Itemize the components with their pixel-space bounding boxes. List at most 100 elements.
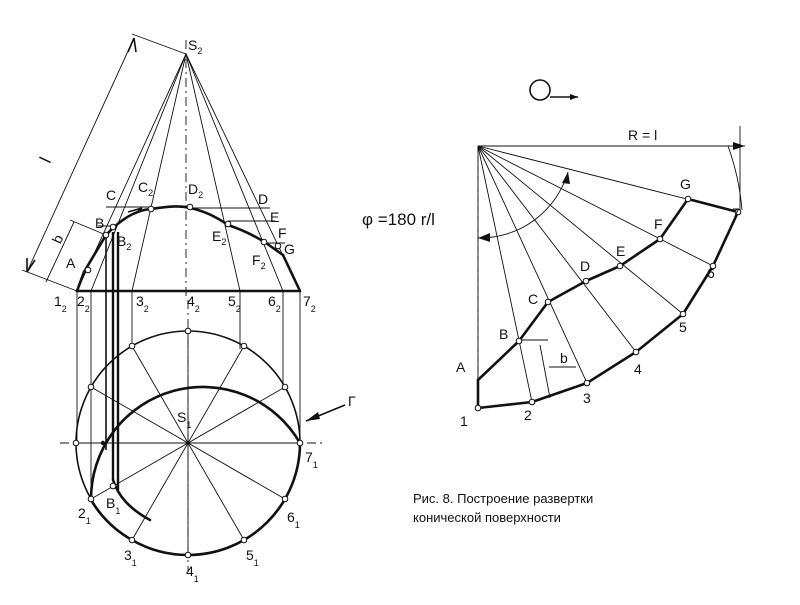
point-a-front [84, 266, 92, 274]
ext-line-b [69, 219, 107, 236]
division-point [240, 342, 248, 350]
radius-label: R = l [628, 127, 657, 143]
development-curve-point [544, 298, 552, 306]
cone-left-edge-bottom [75, 270, 86, 293]
division-point [240, 536, 248, 544]
front-view: l b S2 A B B2 C C2 D2 D [21, 33, 316, 500]
center-label: S1 [177, 409, 191, 430]
label-base-5: 52 [228, 293, 241, 314]
dim-line-l [26, 37, 135, 273]
development-base-label: 4 [634, 361, 642, 377]
development-base-point [734, 208, 742, 216]
length-label: l [36, 154, 55, 165]
angle-arrowhead-2 [562, 172, 570, 184]
cone-base-and-right-edge [75, 253, 302, 293]
division-point [281, 383, 289, 391]
development-base-point [709, 262, 717, 270]
development-ray [477, 145, 684, 315]
development-curve-label: F [654, 216, 663, 232]
development-curve-label: C [528, 291, 538, 307]
development-ray [477, 145, 714, 267]
label-base-7: 72 [303, 293, 316, 314]
dim-line-b [45, 221, 75, 283]
caption-line-2: конической поверхности [413, 510, 561, 525]
development-curve-point [616, 262, 624, 270]
development-rays [477, 145, 739, 408]
development-symbol-icon [529, 79, 551, 101]
dimension-l: l [21, 33, 187, 292]
division-point [281, 495, 289, 503]
development-curve-label: D [580, 258, 590, 274]
dev-b-dim [539, 344, 551, 399]
label-5-top: 51 [246, 547, 259, 568]
development-base-point [528, 398, 536, 406]
generator-lines [76, 40, 301, 300]
label-7-top: 71 [305, 449, 318, 470]
point-e2-front [224, 220, 232, 228]
development-curve-point [656, 235, 664, 243]
label-a: A [66, 255, 76, 271]
division-point [184, 327, 192, 335]
development-base-label: 3 [583, 390, 591, 406]
generator-line-6 [185, 53, 284, 292]
development-ray [477, 145, 588, 384]
division-point [87, 383, 95, 391]
b-label-front: b [49, 232, 67, 246]
point-d2-front [186, 203, 194, 211]
front-labels: S2 A B B2 C C2 D2 D E E2 F F2 G 12 22 32… [54, 37, 316, 314]
radius-arc [727, 145, 743, 211]
label-base-3: 32 [136, 293, 149, 314]
development-base-label: 6 [707, 265, 715, 281]
angle-arrowhead-1 [478, 233, 490, 242]
point-b2-front [109, 223, 117, 231]
point-b1-top [109, 482, 117, 490]
division-point [128, 342, 136, 350]
division-point [72, 439, 80, 447]
label-base-2: 22 [77, 293, 90, 314]
label-d2: D2 [188, 181, 203, 200]
plane-arrow-head [306, 412, 320, 421]
ext-line-apex [131, 33, 187, 55]
label-base-1: 12 [54, 293, 67, 314]
point-g-front [274, 242, 282, 250]
arrow-l-bottom [26, 258, 36, 273]
point-f2-front [260, 238, 268, 246]
development-base-label: 2 [524, 407, 532, 423]
label-d: D [258, 191, 268, 207]
label-6-top: 61 [287, 509, 300, 530]
development-curve-point [582, 277, 590, 285]
ext-line-base [21, 269, 78, 292]
generator-line-2 [90, 53, 187, 292]
label-e2: E2 [212, 228, 226, 247]
development-curve-label: G [680, 176, 691, 192]
development-curve-label: A [456, 359, 466, 375]
label-f2: F2 [252, 252, 266, 271]
radius-arrowhead [733, 142, 745, 150]
development-symbol-arrowhead [570, 94, 578, 100]
development-outer-arc [476, 210, 740, 410]
label-3-top: 31 [124, 547, 137, 568]
label-b2: B2 [117, 233, 131, 252]
plane-label: Г [348, 393, 356, 409]
development-curve-point [684, 195, 692, 203]
apex-label: S2 [188, 37, 202, 56]
development-ray [477, 145, 533, 403]
division-point [184, 551, 192, 559]
radial-lines [76, 331, 300, 555]
division-point [87, 495, 95, 503]
development-curve-label: E [616, 243, 625, 259]
generator-line-7 [185, 53, 301, 292]
label-2-top: 21 [78, 505, 91, 526]
label-4-top: 41 [186, 563, 199, 584]
label-base-6: 62 [268, 293, 281, 314]
angle-arc [477, 171, 569, 239]
development-ray [477, 145, 637, 353]
development-base-point [583, 379, 591, 387]
division-point [128, 536, 136, 544]
label-e: E [270, 209, 279, 225]
development-right-edge [686, 197, 740, 214]
